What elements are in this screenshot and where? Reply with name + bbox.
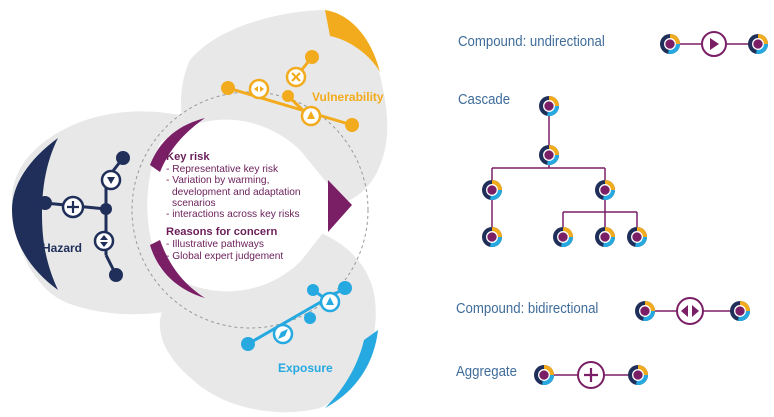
exposure-branch: [241, 281, 352, 351]
key-risk-panel: Key risk - Representative key risk - Var…: [166, 151, 326, 262]
legend-cascade: [491, 106, 638, 237]
key-risk-title: Key risk: [166, 151, 210, 163]
legend-label-aggregate: Aggregate: [456, 363, 517, 380]
vulnerability-arrow-icon: [248, 78, 270, 100]
concern-item: - Global expert judgement: [166, 250, 284, 262]
hazard-branch: [38, 151, 130, 282]
legend-label-compound-bidirectional: Compound: bidirectional: [456, 300, 599, 317]
legend-label-compound-undirectional: Compound: undirectional: [458, 33, 605, 50]
legend-label-cascade: Cascade: [458, 91, 511, 108]
center-triangle-tip-top: [150, 118, 205, 172]
key-risk-item: development and adaptation: [172, 186, 301, 198]
exposure-petal-rim: [325, 330, 378, 408]
key-risk-item: - Variation by warming,: [166, 175, 270, 187]
center-triangle: [147, 119, 345, 292]
hazard-label: Hazard: [42, 241, 83, 255]
key-risk-item: scenarios: [172, 197, 216, 209]
legend-aggregate: [533, 361, 649, 389]
concern-item: - Illustrative pathways: [166, 239, 264, 251]
vulnerability-label: Vulnerability: [312, 90, 384, 104]
key-risk-item: - Representative key risk: [166, 164, 279, 176]
legend-compound-bidirectional: [634, 297, 751, 325]
hazard-updown-icon: [93, 230, 115, 252]
hazard-petal-rim: [12, 138, 58, 290]
dashed-ring: [131, 91, 369, 329]
legend-compound-undirectional: [659, 31, 769, 57]
bidirectional-arrow-icon: [676, 297, 704, 325]
center-triangle-tip-bottom: [150, 240, 205, 298]
exposure-label: Exposure: [278, 361, 333, 375]
key-risk-item: - interactions across key risks: [166, 209, 300, 221]
center-triangle-tip-right: [328, 180, 352, 232]
cascade-nodes: [481, 95, 648, 248]
vulnerability-petal-rim: [325, 10, 380, 72]
vulnerability-branch: [221, 50, 359, 132]
reasons-for-concern-title: Reasons for concern: [166, 226, 278, 239]
